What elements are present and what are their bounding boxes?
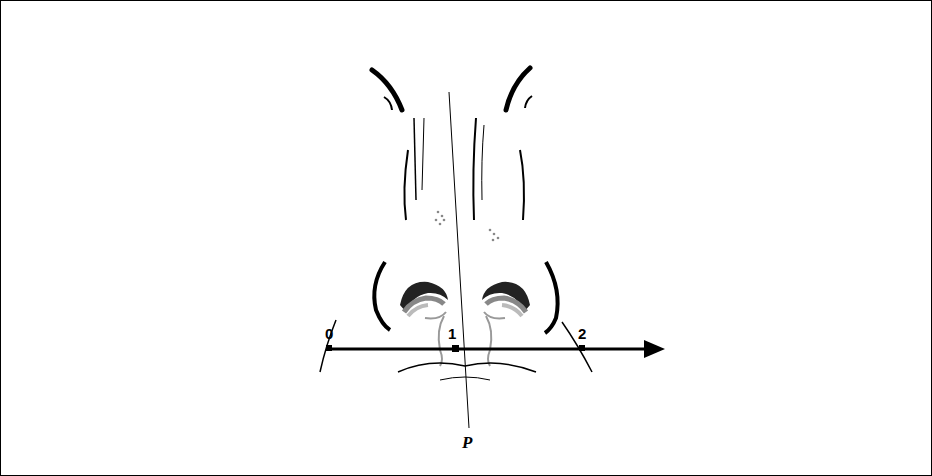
tick-number: 1	[448, 326, 456, 341]
tick-number: 0	[325, 326, 333, 341]
axis-label: P	[462, 434, 472, 451]
tick-number: 2	[578, 326, 586, 341]
